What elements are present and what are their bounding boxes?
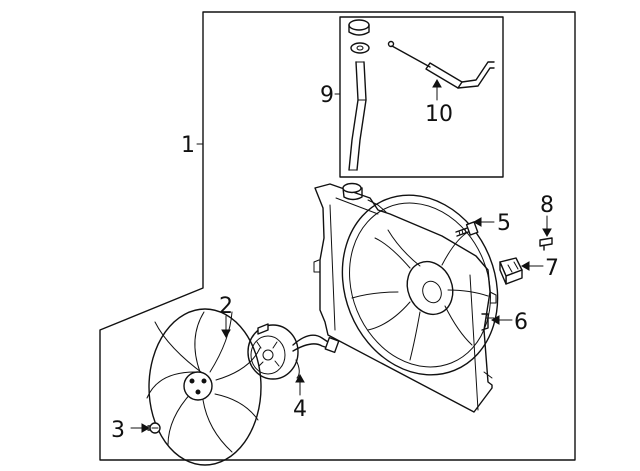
callout-4: 4 [293,397,307,422]
fan-shroud [313,182,499,413]
leader-lines [130,78,552,433]
fan-motor [247,323,340,380]
bracket-6 [481,313,495,331]
callout-3: 3 [111,418,125,443]
fan-blade [146,308,262,466]
bolt-5 [455,221,479,237]
reservoir-cap [348,19,370,54]
clip-8 [539,237,553,251]
resistor-7 [499,257,523,285]
callout-6: 6 [514,310,528,335]
overflow-hose [348,61,367,171]
callout-9: 9 [320,83,334,108]
detail-box-9-10 [339,16,504,178]
callout-5: 5 [497,211,511,236]
assembly-boundary [99,11,576,461]
callout-2: 2 [219,294,233,319]
level-gauge [387,40,495,89]
callout-1: 1 [181,133,195,158]
callout-10: 10 [425,102,453,127]
callout-8: 8 [540,193,554,218]
callout-7: 7 [545,256,559,281]
